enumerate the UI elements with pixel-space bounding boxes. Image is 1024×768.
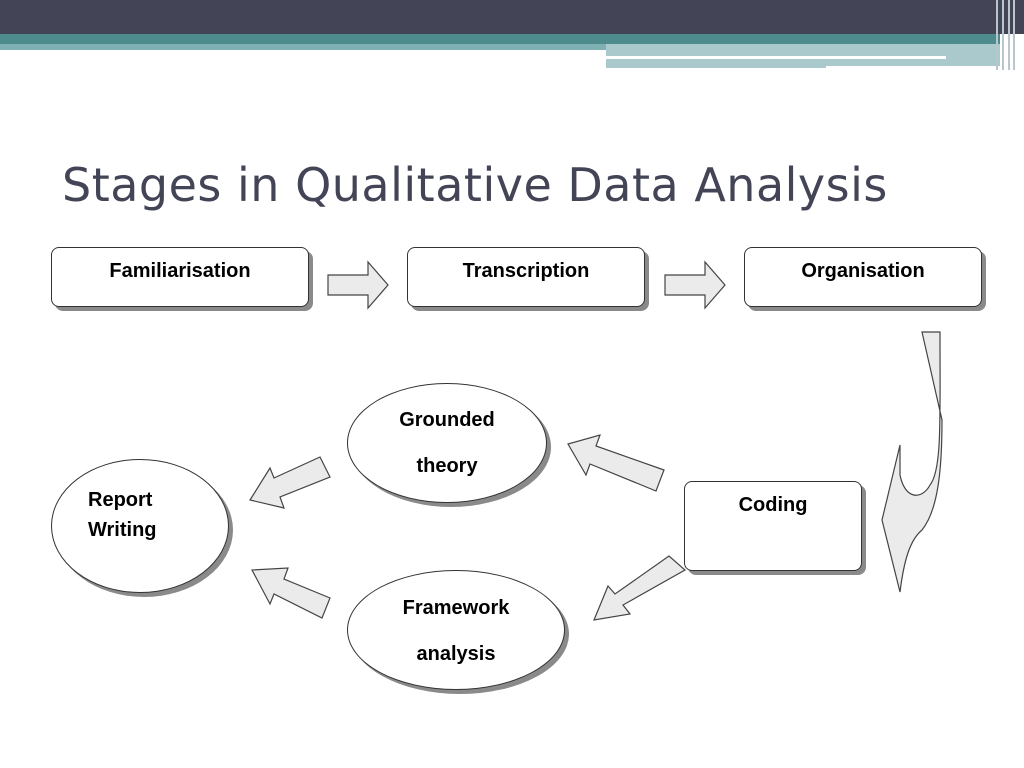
header-bar-dark — [0, 0, 1024, 34]
arrow-right-icon — [327, 260, 389, 310]
header-bar-light — [0, 44, 606, 50]
arrow-left-icon — [249, 456, 331, 509]
arrow-up-left-icon — [567, 434, 665, 492]
arrow-left-icon — [251, 567, 331, 619]
stage-label-line1: Report — [88, 489, 153, 511]
stage-framework-analysis: Framework analysis — [347, 570, 565, 690]
stage-transcription: Transcription — [407, 247, 645, 307]
stage-report-writing: Report Writing — [51, 459, 229, 593]
stage-label-line1: Grounded — [399, 409, 495, 431]
stage-label-line2: analysis — [416, 643, 496, 665]
stage-label: Familiarisation — [109, 260, 251, 282]
slide-title: Stages in Qualitative Data Analysis — [62, 158, 888, 212]
stage-label: Organisation — [801, 260, 925, 282]
header-bar-white-line — [606, 56, 946, 59]
header-bar-light-lower — [606, 62, 826, 68]
header-vertical-lines — [994, 0, 1024, 70]
stage-organisation: Organisation — [744, 247, 982, 307]
stage-label: Transcription — [462, 260, 590, 282]
header-bar-teal — [0, 34, 1000, 44]
arrow-right-icon — [664, 260, 726, 310]
stage-grounded-theory: Grounded theory — [347, 383, 547, 503]
stage-coding: Coding — [684, 481, 862, 571]
curved-arrow-down-icon — [881, 331, 943, 593]
stage-label-line1: Framework — [402, 597, 510, 619]
stage-label: Coding — [738, 494, 808, 516]
stage-familiarisation: Familiarisation — [51, 247, 309, 307]
header-bar-light-right — [606, 44, 1000, 66]
stage-label-line2: theory — [416, 455, 478, 477]
stage-label-line2: Writing — [88, 519, 157, 541]
arrow-down-left-icon — [593, 555, 687, 621]
